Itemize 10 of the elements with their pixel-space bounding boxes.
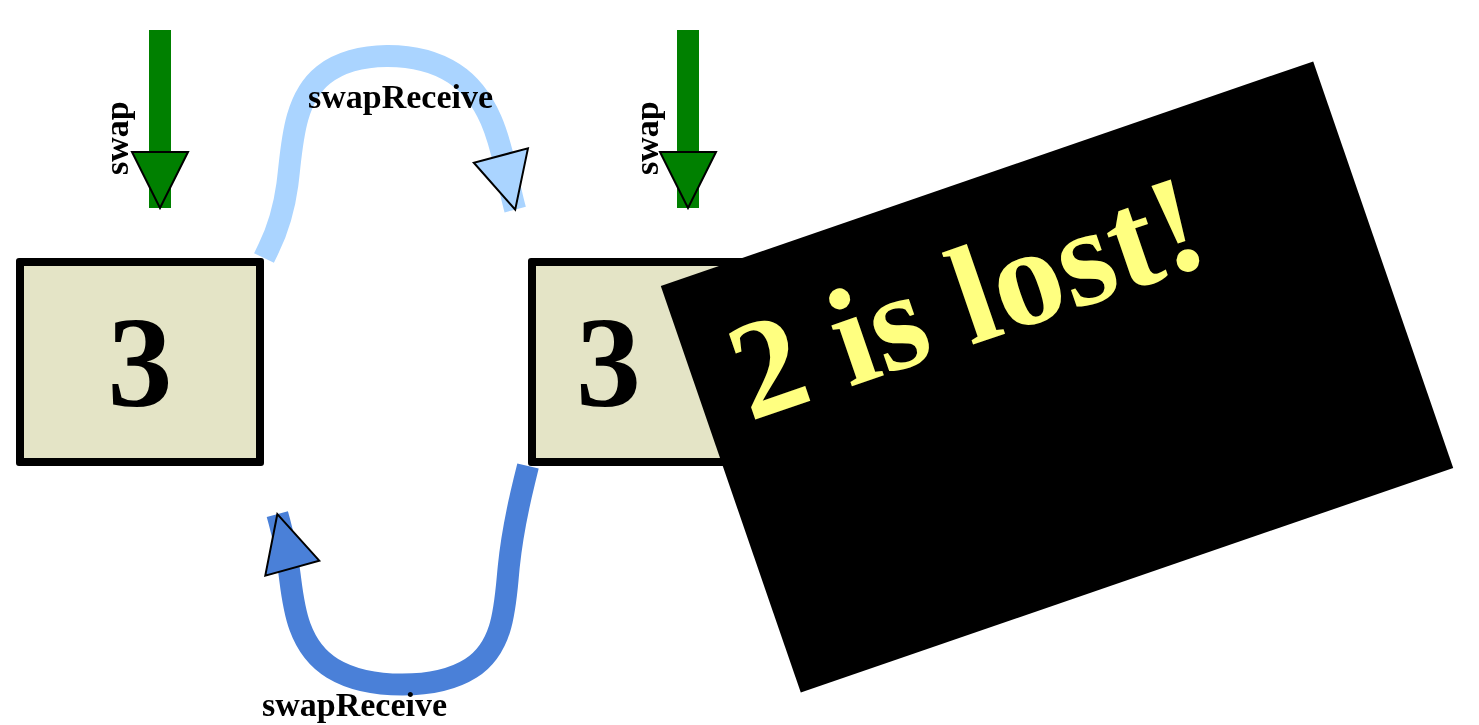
banner-text: 2 is lost! (711, 151, 1221, 444)
value-text: 3 (107, 297, 173, 427)
edge-label: swap (100, 101, 134, 175)
value-box (16, 258, 264, 466)
edge-label: swap (630, 101, 664, 175)
value-text: 3 (576, 297, 641, 427)
arrow (264, 463, 539, 696)
arrow (254, 45, 529, 263)
edge-label: swapReceive (262, 688, 448, 722)
edge-label: swapReceive (308, 80, 494, 114)
